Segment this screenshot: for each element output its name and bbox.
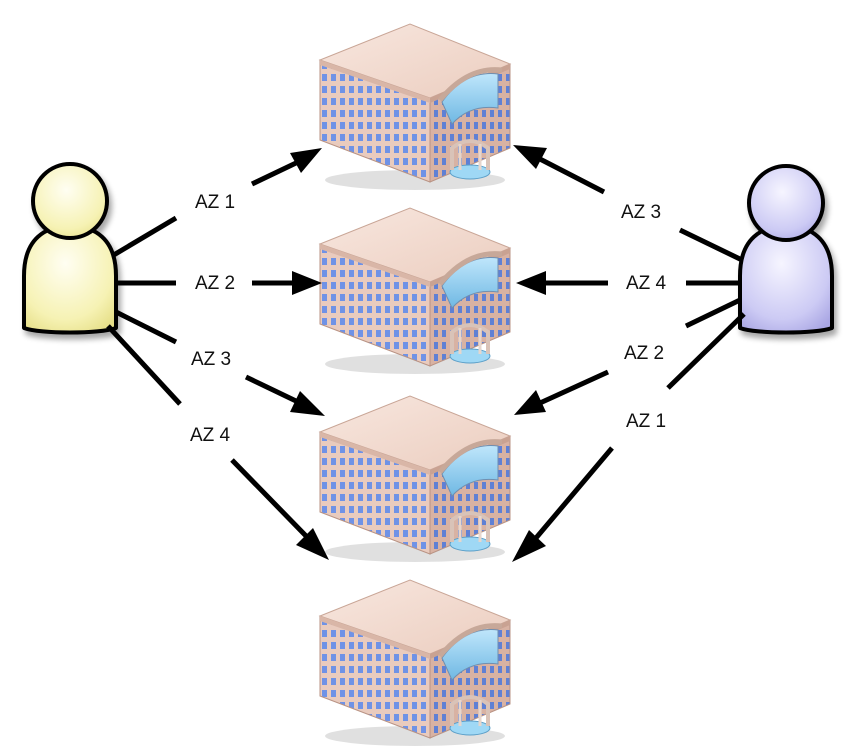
edge-right-b2: AZ 4 [516,271,742,295]
edge-left-b2: AZ 2 [116,271,322,295]
edge-group: AZ 1 AZ 2 AZ 3 AZ 4 AZ 3 [106,145,746,562]
edge-label-right-b1: AZ 3 [621,202,661,223]
edge-label-left-b2: AZ 2 [195,273,235,294]
edge-label-right-b2: AZ 4 [626,273,667,294]
datacenter-building-4 [320,580,510,746]
edge-left-b4: AZ 4 [106,324,329,560]
edge-right-b4: AZ 1 [512,312,746,562]
edge-label-left-b3: AZ 3 [191,349,231,370]
datacenter-building-3 [320,396,510,562]
edge-label-left-b1: AZ 1 [195,192,235,213]
user-right-icon [738,164,834,335]
edge-left-b3: AZ 3 [114,309,325,416]
edge-right-b3: AZ 2 [514,297,742,415]
user-left-icon [22,162,118,335]
datacenter-building-2 [320,208,510,374]
edge-label-right-b4: AZ 1 [626,411,666,432]
edge-label-right-b3: AZ 2 [624,343,664,364]
datacenter-building-1 [320,24,510,190]
edge-left-b1: AZ 1 [110,148,322,259]
edge-label-left-b4: AZ 4 [190,425,231,446]
edge-right-b1: AZ 3 [513,145,744,263]
